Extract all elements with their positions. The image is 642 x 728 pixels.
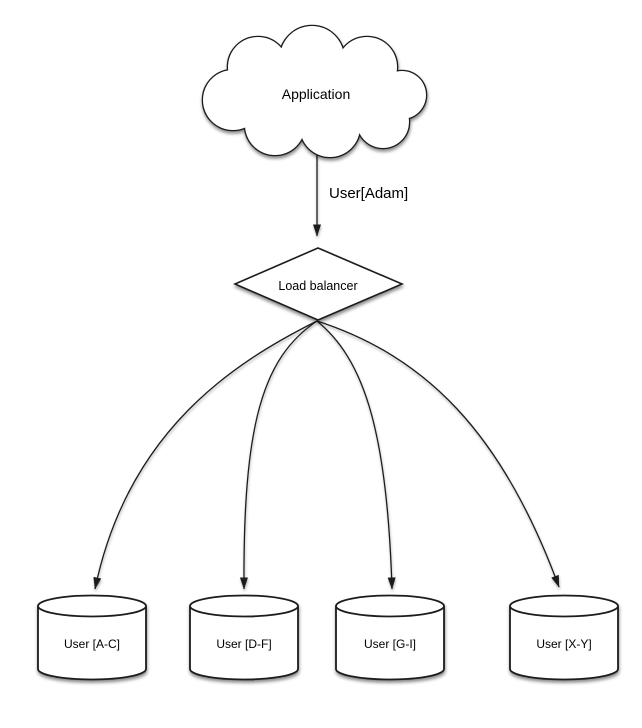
connector-arrows (93, 150, 560, 590)
database-cylinder-1 (37, 594, 147, 681)
shard-2-label: User [D-F] (216, 637, 272, 651)
load-balancer-diamond-shape (232, 247, 405, 321)
arrow-loadbalancer-to-shard-4 (316, 320, 560, 588)
shard-3-label: User [G-I] (363, 637, 417, 651)
request-edge-label: User[Adam] (329, 185, 409, 202)
database-cylinder-4 (509, 594, 619, 681)
arrow-loadbalancer-to-shard-2 (239, 320, 318, 590)
arrow-loadbalancer-to-shard-3 (316, 320, 396, 590)
arrow-loadbalancer-to-shard-1 (93, 320, 318, 590)
load-balancer-label: Load balancer (278, 279, 358, 293)
database-cylinder-3 (335, 594, 445, 681)
database-cylinder-2 (189, 594, 299, 681)
shard-4-label: User [X-Y] (536, 637, 592, 651)
application-cloud-shape (201, 24, 428, 159)
shard-1-label: User [A-C] (63, 637, 121, 651)
application-label: Application (281, 86, 351, 102)
